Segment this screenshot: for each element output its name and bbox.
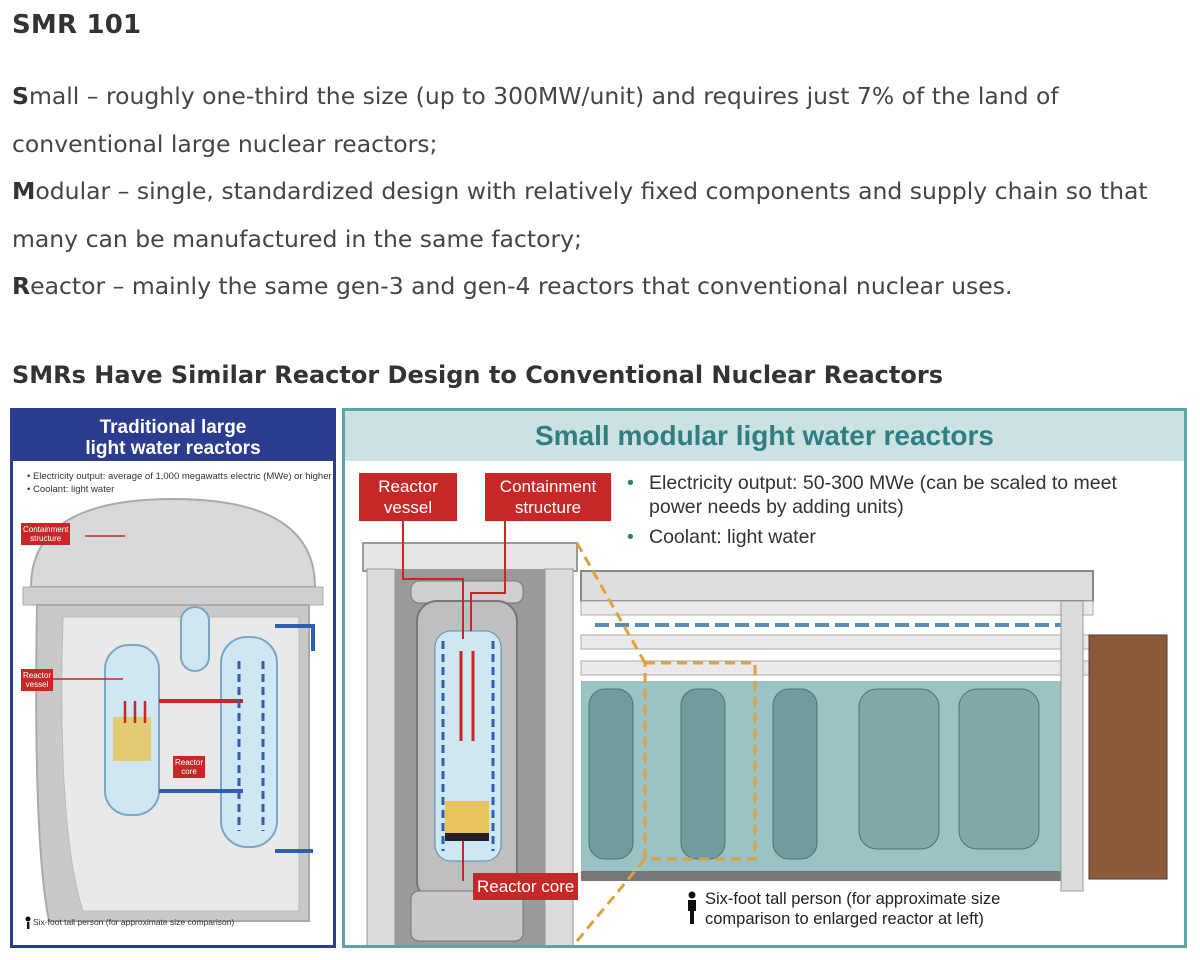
- label-line: Containment: [23, 525, 69, 534]
- containment-structure-label: Containment structure: [485, 473, 611, 521]
- spec-item: Electricity output: average of 1,000 meg…: [27, 471, 332, 482]
- person-icon: [688, 891, 696, 924]
- person-scale-note: Six-foot tall person (for approximate si…: [33, 917, 235, 927]
- initial-r: R: [12, 272, 31, 300]
- label-line: vessel: [25, 680, 49, 689]
- initial-m: M: [12, 177, 36, 205]
- label-line: Reactor: [175, 758, 204, 767]
- definition-text: eactor – mainly the same gen-3 and gen-4…: [30, 272, 1013, 300]
- label-line: vessel: [383, 498, 433, 517]
- title-line: Traditional large: [99, 417, 247, 438]
- definition-reactor-line1: Reactor – mainly the same gen-3 and gen-…: [12, 263, 1192, 311]
- definition-small-line1: Small – roughly one-third the size (up t…: [12, 73, 1192, 121]
- reactor-core-label: Reactor core: [473, 873, 579, 900]
- reactor-core-label: Reactor core: [173, 756, 206, 778]
- label-line: Containment: [499, 477, 597, 496]
- figure-title: SMRs Have Similar Reactor Design to Conv…: [12, 361, 943, 389]
- definition-text: mall – roughly one-third the size (up to…: [28, 82, 1059, 110]
- smr-title: Small modular light water reactors: [345, 411, 1184, 461]
- containment-structure-label: Containment structure: [21, 523, 71, 545]
- label-line: structure: [514, 498, 582, 517]
- smr-panel: Small modular light water reactors React…: [342, 408, 1187, 948]
- note-line: Six-foot tall person (for approximate si…: [705, 890, 1001, 908]
- label-line: core: [181, 767, 197, 776]
- label-line: Reactor: [23, 671, 52, 680]
- spec-item: Coolant: light water: [27, 484, 332, 495]
- smr-illustration: [362, 521, 1168, 945]
- traditional-reactor-specs: Electricity output: average of 1,000 meg…: [27, 471, 332, 497]
- page-heading: SMR 101: [12, 10, 142, 40]
- spec-item: Coolant: light water: [627, 525, 1147, 549]
- smr-specs: Electricity output: 50-300 MWe (can be s…: [627, 471, 1147, 555]
- person-scale-note: Six-foot tall person (for approximate si…: [705, 889, 1065, 929]
- label-line: Reactor: [378, 477, 438, 496]
- spec-item: Electricity output: 50-300 MWe (can be s…: [627, 471, 1147, 519]
- reactor-vessel-label: Reactor vessel: [21, 669, 54, 691]
- definition-small-line2: conventional large nuclear reactors;: [12, 129, 438, 158]
- definition-modular-line1: Modular – single, standardized design wi…: [12, 168, 1192, 216]
- traditional-reactor-title: Traditional large light water reactors: [13, 411, 333, 461]
- smr-definitions: Small – roughly one-third the size (up t…: [12, 73, 1192, 311]
- note-line: comparison to enlarged reactor at left): [705, 910, 984, 928]
- title-line: light water reactors: [85, 438, 261, 459]
- initial-s: S: [12, 82, 29, 110]
- definition-text: odular – single, standardized design wit…: [35, 177, 1148, 205]
- label-line: structure: [30, 534, 62, 543]
- reactor-vessel-label: Reactor vessel: [359, 473, 457, 521]
- definition-modular-line2: many can be manufactured in the same fac…: [12, 224, 582, 253]
- traditional-reactor-panel: Traditional large light water reactors E…: [10, 408, 336, 948]
